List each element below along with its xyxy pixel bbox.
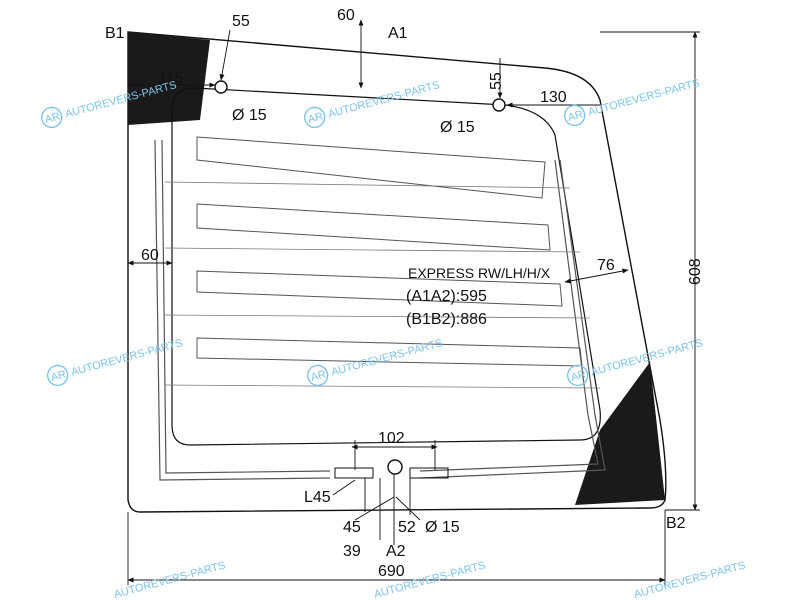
- heater-bar-1: [196, 136, 546, 199]
- dim-52: 52: [398, 519, 416, 536]
- dim-55-right: 55: [488, 72, 505, 90]
- point-b1: B1: [105, 25, 125, 42]
- watermark-2: AR AUTOREVERS-PARTS: [303, 79, 441, 129]
- watermark-3: AR AUTOREVERS-PARTS: [563, 77, 701, 127]
- dim-76: 76: [597, 257, 615, 274]
- point-a2: A2: [386, 543, 406, 560]
- dim-hole-left: Ø 15: [232, 107, 267, 124]
- heater-bar-2: [196, 203, 551, 251]
- heater-frame-inner: [161, 139, 599, 474]
- watermark-text: AUTOREVERS-PARTS: [70, 337, 184, 378]
- watermark-logo: AR: [567, 108, 585, 124]
- glass-outline: [127, 31, 667, 513]
- heater-bar-3: [196, 270, 563, 307]
- a1a2-label: (A1A2):595: [406, 288, 487, 305]
- dimension-lines: [127, 19, 700, 585]
- watermark-5: AR AUTOREVERS-PARTS: [306, 337, 444, 387]
- point-a1: A1: [388, 25, 408, 42]
- dim-690: 690: [378, 563, 405, 580]
- dim-130: 130: [540, 89, 567, 106]
- corner-bottom-right: [575, 362, 665, 505]
- dim-60-top: 60: [337, 7, 355, 24]
- dim-55-top: 55: [232, 13, 250, 30]
- watermark-text: AUTOREVERS-PARTS: [587, 77, 701, 118]
- watermark-6: AR AUTOREVERS-PARTS: [566, 337, 704, 387]
- grid-line-2: [164, 247, 581, 253]
- watermark-logo: AR: [307, 110, 325, 126]
- dim-60-left: 60: [141, 247, 159, 264]
- watermark-logo: AR: [570, 368, 588, 384]
- hole-bottom: [387, 459, 403, 475]
- model-label: EXPRESS RW/LH/H/X: [408, 265, 551, 281]
- grid-line-1: [164, 181, 571, 189]
- watermark-logo: AR: [50, 368, 68, 384]
- dim-hole-right: Ø 15: [440, 119, 475, 136]
- dim-102: 102: [378, 430, 405, 447]
- dim-45: 45: [343, 519, 361, 536]
- dim-l45: L45: [304, 489, 331, 506]
- dim-39: 39: [343, 543, 361, 560]
- inner-outline: [171, 87, 601, 446]
- terminal-right: [409, 467, 449, 479]
- dim-115: 115: [158, 70, 184, 87]
- grid-line-3: [164, 314, 591, 319]
- watermark-text: AUTOREVERS-PARTS: [327, 79, 441, 120]
- b1b2-label: (B1B2):886: [406, 311, 487, 328]
- point-b2: B2: [666, 515, 686, 532]
- watermark-logo: AR: [44, 110, 62, 126]
- corner-top-left: [128, 32, 210, 125]
- terminal-left: [334, 467, 374, 479]
- dim-hole-bottom: Ø 15: [425, 519, 460, 536]
- dim-608: 608: [687, 258, 704, 285]
- heater-frame: [154, 139, 606, 481]
- hole-left: [214, 80, 228, 94]
- grid-line-4: [164, 384, 601, 389]
- watermark-logo: AR: [310, 368, 328, 384]
- hole-right: [492, 98, 506, 112]
